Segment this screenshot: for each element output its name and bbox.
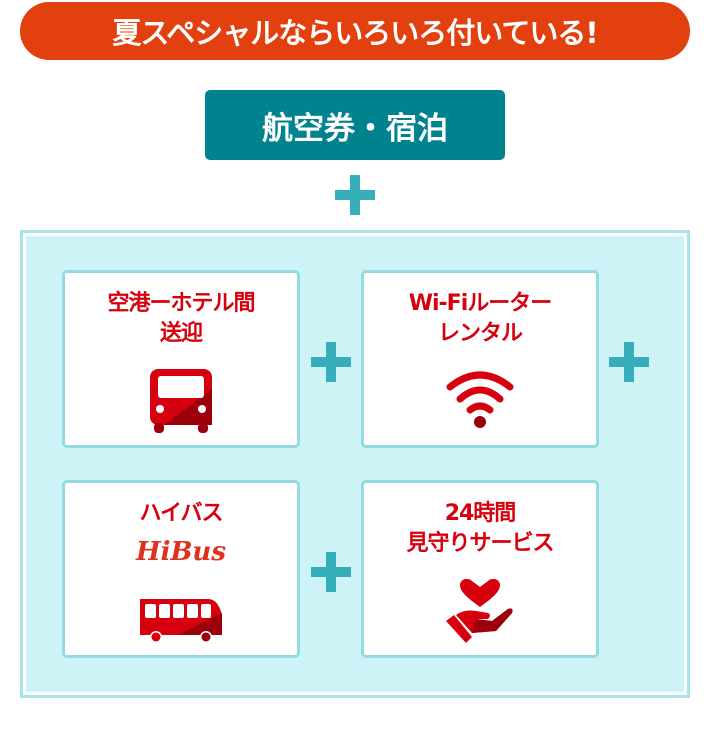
card-wifi-rental: Wi-Fiルーター レンタル <box>361 270 599 448</box>
card-hibus: ハイバス HiBus <box>62 480 300 658</box>
card-24h-support: 24時間 見守りサービス <box>361 480 599 658</box>
card-title: 24時間 <box>444 501 517 526</box>
bus-front-icon <box>150 369 212 433</box>
card-title: 空港ーホテル間 <box>107 291 255 316</box>
card-airport-transfer: 空港ーホテル間 送迎 <box>62 270 300 448</box>
bus-side-icon <box>140 599 222 643</box>
plus-icon <box>335 175 375 215</box>
card-subtitle: 送迎 <box>159 321 203 346</box>
plus-icon <box>311 342 351 382</box>
plus-icon <box>609 342 649 382</box>
card-title: ハイバス <box>139 501 223 526</box>
hibus-logo: HiBus <box>136 537 226 567</box>
promo-banner: 夏スペシャルならいろいろ付いている! <box>20 2 690 60</box>
wifi-icon <box>446 371 514 428</box>
main-package-label: 航空券・宿泊 <box>205 90 505 160</box>
heart-hand-icon <box>446 579 513 643</box>
card-subtitle: 見守りサービス <box>406 531 554 556</box>
plus-icon <box>311 552 351 592</box>
card-subtitle: レンタル <box>437 321 523 346</box>
card-title: Wi-Fiルーター <box>408 291 553 316</box>
